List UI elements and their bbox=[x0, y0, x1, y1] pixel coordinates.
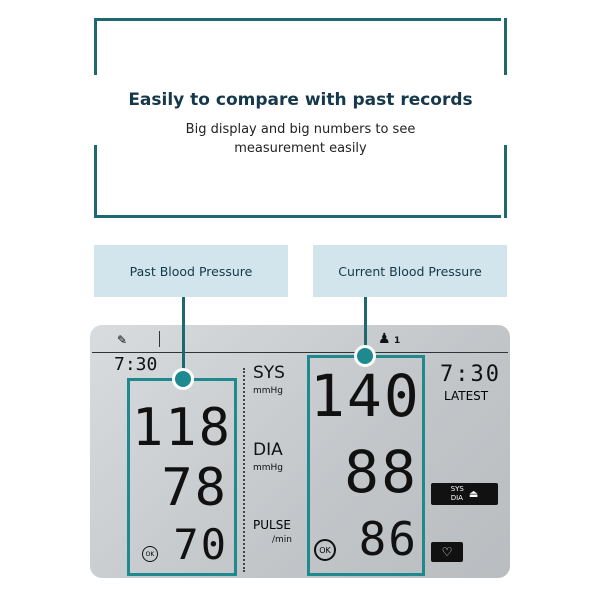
current-connector bbox=[364, 297, 367, 354]
lcd-divider bbox=[92, 352, 508, 353]
frame-left-top bbox=[94, 18, 97, 75]
past-bp-label: Past Blood Pressure bbox=[94, 245, 288, 297]
sys-label: SYS bbox=[253, 363, 285, 383]
latest-time: 7:30 bbox=[440, 362, 501, 387]
past-time: 7:30 bbox=[114, 354, 158, 375]
subtitle-line: measurement easily bbox=[234, 141, 367, 156]
memo-icon: ✎ bbox=[117, 333, 128, 347]
past-dia: 78 bbox=[161, 458, 228, 518]
feature-frame bbox=[94, 18, 501, 218]
badge-sys: SYS bbox=[450, 485, 464, 493]
lcd-display bbox=[90, 325, 510, 578]
past-sys: 118 bbox=[132, 398, 232, 458]
latest-label: LATEST bbox=[444, 389, 489, 403]
frame-right-top bbox=[504, 18, 507, 75]
sys-unit: mmHg bbox=[253, 386, 284, 396]
subtitle: Big display and big numbers to see measur… bbox=[94, 120, 507, 158]
separator bbox=[159, 331, 160, 347]
frame-right-bottom bbox=[504, 145, 507, 218]
subtitle-line: Big display and big numbers to see bbox=[185, 122, 416, 137]
current-dia: 88 bbox=[344, 438, 418, 506]
user-icon: ♟ bbox=[378, 331, 391, 347]
frame-left-bottom bbox=[94, 145, 97, 218]
past-pulse: 70 bbox=[173, 520, 228, 569]
pulse-unit: /min bbox=[272, 535, 293, 545]
pulse-label: PULSE bbox=[253, 518, 291, 532]
dotted-divider bbox=[243, 368, 245, 572]
dia-label: DIA bbox=[253, 440, 283, 460]
current-pulse: 86 bbox=[358, 512, 418, 566]
ok-icon: OK bbox=[142, 546, 158, 562]
past-connector-dot bbox=[172, 368, 194, 390]
ok-icon: OK bbox=[314, 539, 336, 561]
dia-unit: mmHg bbox=[253, 463, 284, 473]
headline: Easily to compare with past records bbox=[128, 90, 473, 110]
heart-icon: ♡ bbox=[431, 542, 463, 562]
triangle-icon: ⏏ bbox=[468, 488, 479, 500]
current-bp-label: Current Blood Pressure bbox=[313, 245, 507, 297]
badge-dia: DIA bbox=[450, 494, 463, 502]
past-connector bbox=[182, 297, 185, 377]
current-connector-dot bbox=[354, 345, 376, 367]
current-sys: 140 bbox=[310, 362, 421, 430]
user-number: 1 bbox=[394, 336, 401, 346]
